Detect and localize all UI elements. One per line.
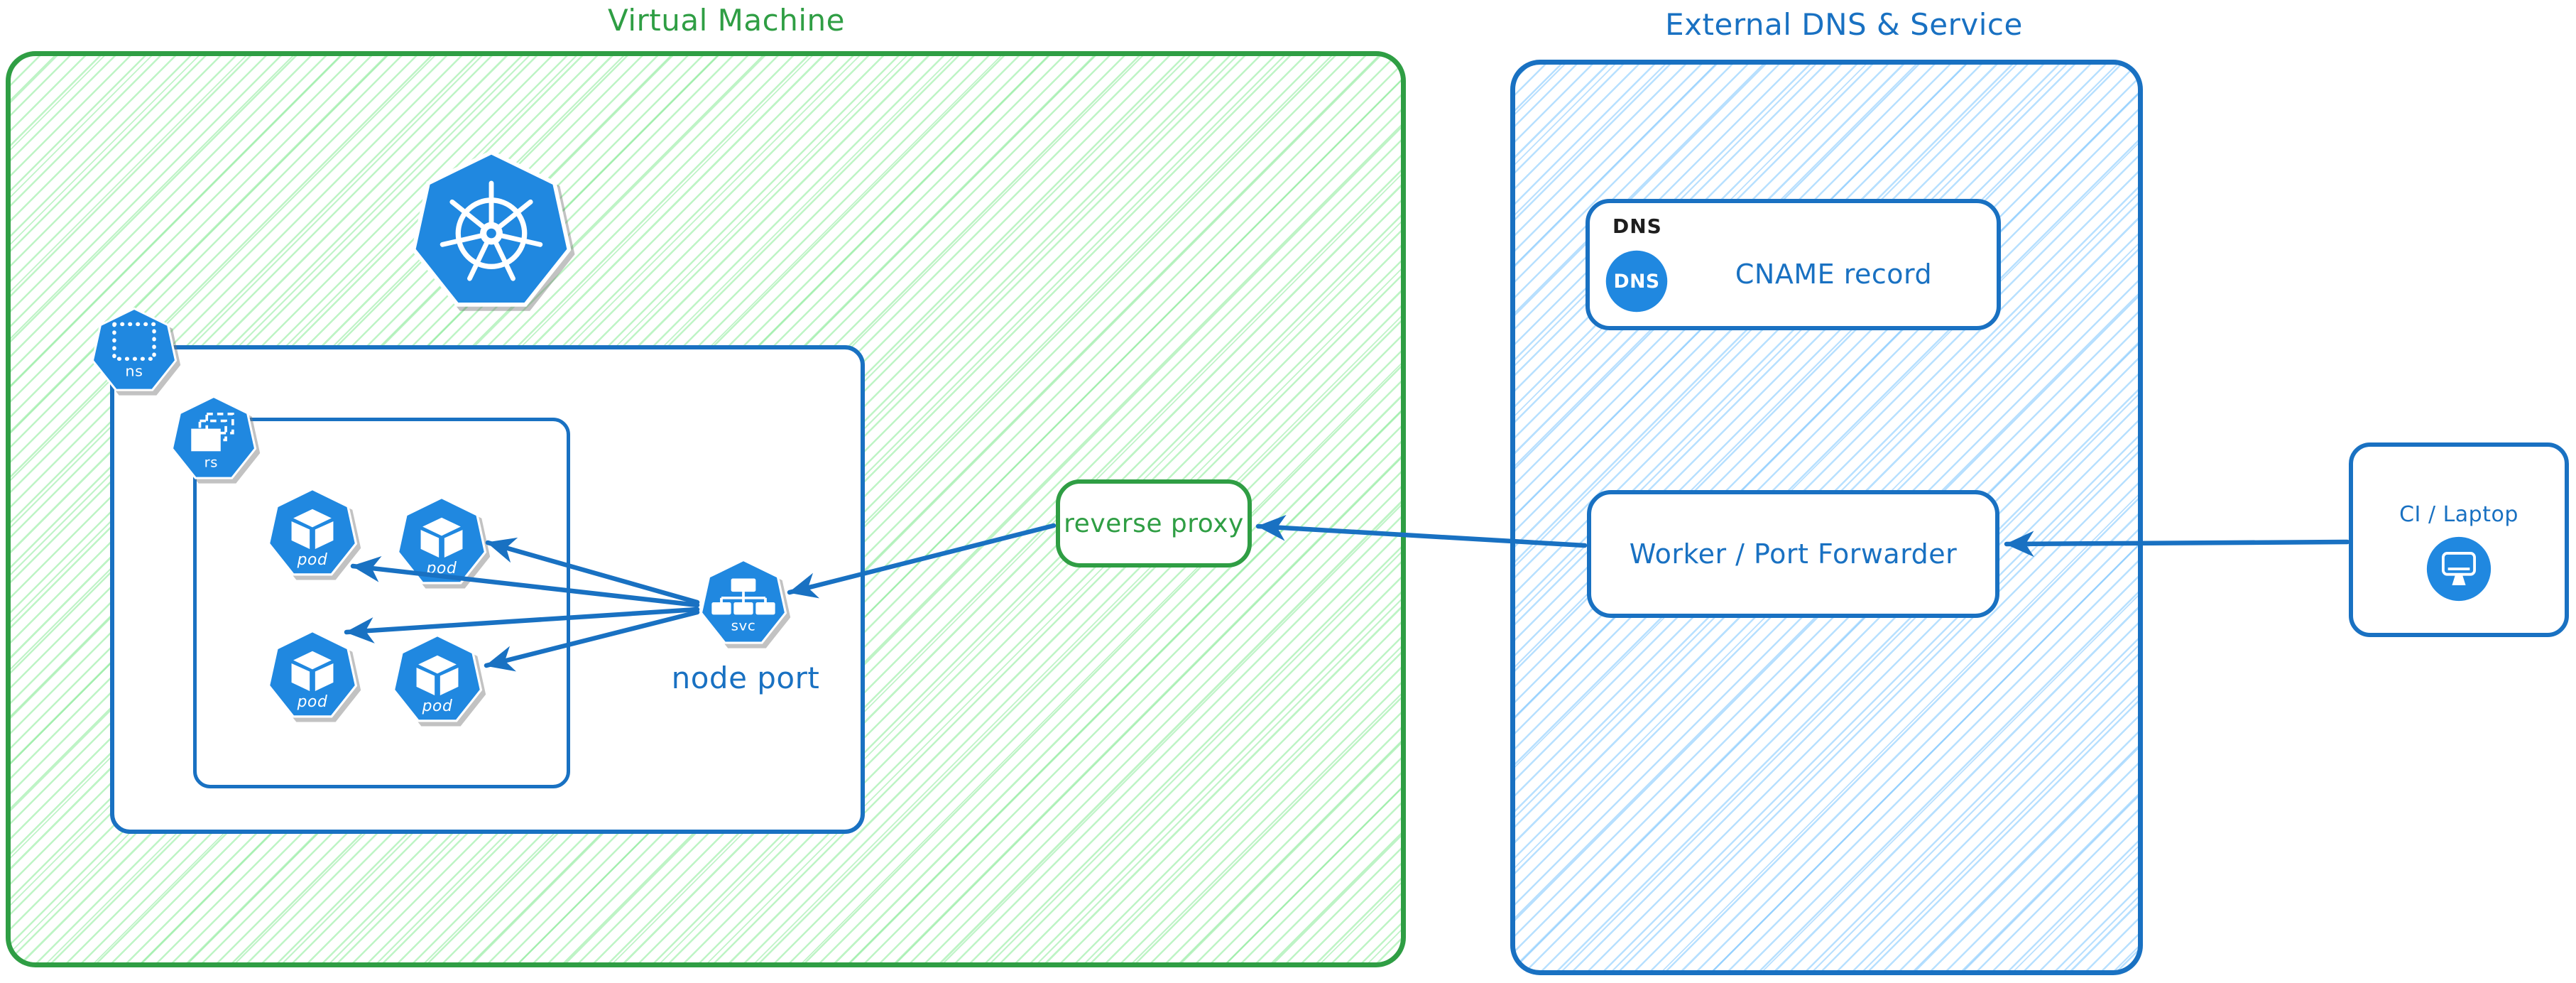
- dns-cname-box: DNS DNS CNAME record: [1586, 199, 2001, 330]
- svg-text:pod: pod: [422, 697, 453, 715]
- service-icon: svc: [699, 558, 787, 646]
- kubernetes-logo-icon: [410, 149, 572, 311]
- svg-text:svc: svc: [731, 618, 756, 634]
- laptop-monitor-icon: [2425, 535, 2493, 603]
- pod-icon: pod: [267, 629, 358, 720]
- ci-laptop-label: CI / Laptop: [2399, 502, 2518, 527]
- namespace-icon: ns: [91, 307, 178, 393]
- pod-icon: pod: [396, 496, 487, 587]
- svg-text:pod: pod: [297, 693, 328, 711]
- worker-port-forwarder-box: Worker / Port Forwarder: [1587, 490, 1999, 618]
- reverse-proxy-label: reverse proxy: [1064, 509, 1244, 538]
- svg-text:pod: pod: [426, 560, 457, 577]
- svg-text:pod: pod: [297, 551, 328, 569]
- svg-text:ns: ns: [125, 363, 143, 380]
- pod-icon: pod: [392, 634, 483, 724]
- pod-icon: pod: [267, 487, 358, 578]
- worker-port-forwarder-label: Worker / Port Forwarder: [1629, 538, 1958, 570]
- dns-tag-label: DNS: [1612, 214, 1662, 238]
- cname-record-label: CNAME record: [1735, 259, 1933, 290]
- svg-text:DNS: DNS: [1613, 271, 1659, 293]
- vm-group-title: Virtual Machine: [608, 3, 845, 38]
- reverse-proxy-box: reverse proxy: [1056, 479, 1252, 567]
- ci-laptop-box: CI / Laptop: [2349, 442, 2569, 637]
- node-port-label: node port: [671, 661, 820, 695]
- external-dns-group-title: External DNS & Service: [1665, 7, 2023, 42]
- dns-icon: DNS: [1604, 249, 1669, 314]
- replicaset-icon: rs: [170, 395, 257, 482]
- svg-text:rs: rs: [204, 454, 218, 470]
